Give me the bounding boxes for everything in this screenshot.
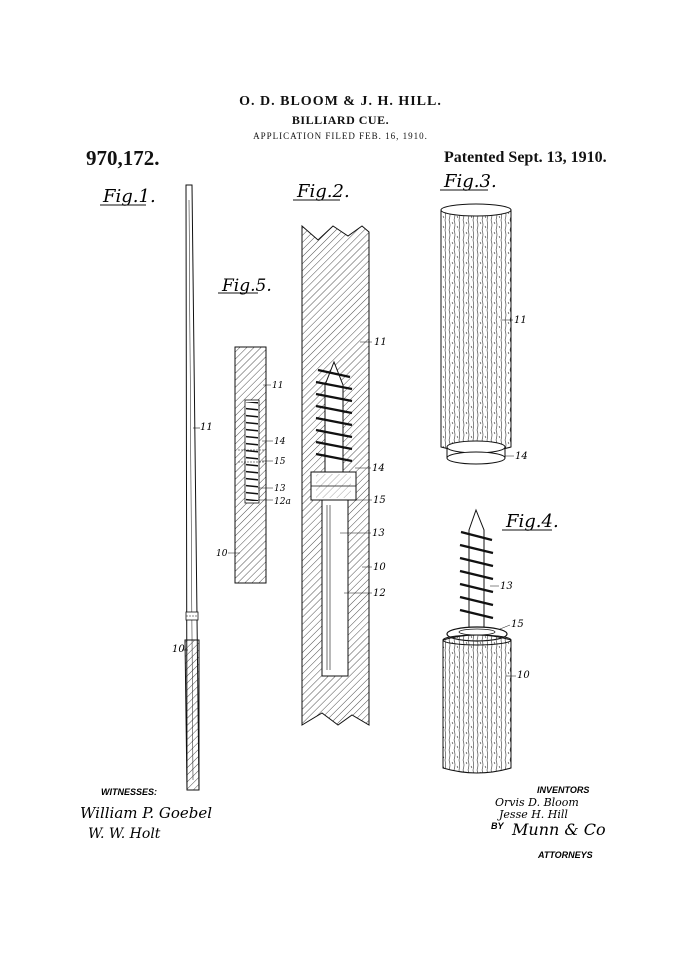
figure-2-joint-section: Fig.2. 11 14 15 13 10 12: [293, 181, 387, 726]
fig2-label: Fig.2.: [296, 181, 350, 202]
attorney-signature: Munn & Co: [511, 820, 606, 839]
fig5-label: Fig.5.: [221, 276, 272, 296]
figure-4-butt-with-screw: Fig.4. 13 15 10: [442, 508, 559, 774]
fig5-ref-12a: 12a: [274, 497, 291, 507]
fig4-label: Fig.4.: [505, 511, 559, 532]
inventors-header: O. D. BLOOM & J. H. HILL.: [239, 94, 442, 109]
fig2-ref-11: 11: [374, 337, 387, 348]
witness-1-signature: William P. Goebel: [80, 804, 212, 822]
fig5-ref-14: 14: [274, 437, 286, 447]
fig2-ref-14: 14: [372, 463, 385, 474]
fig5-ref-13: 13: [274, 484, 286, 494]
fig1-label: Fig.1.: [102, 186, 156, 207]
figure-1-cue: Fig.1. 11 10: [100, 184, 213, 791]
fig5-ref-10: 10: [216, 549, 228, 559]
fig1-ref-10: 10: [172, 644, 185, 655]
figure-5-section: Fig.5. 11 14 15 13 12a 10: [216, 276, 291, 584]
fig2-ref-15: 15: [373, 495, 386, 506]
fig3-ref-11: 11: [514, 315, 527, 326]
application-filed: APPLICATION FILED FEB. 16, 1910.: [253, 131, 428, 141]
fig4-ref-10: 10: [517, 670, 530, 681]
fig5-ref-11: 11: [272, 381, 283, 391]
fig4-ref-15: 15: [511, 619, 524, 630]
patent-date: Patented Sept. 13, 1910.: [444, 149, 607, 166]
by-label: BY: [491, 821, 504, 831]
attorneys-label: ATTORNEYS: [537, 850, 593, 860]
fig3-label: Fig.3.: [443, 171, 497, 192]
witnesses-label: WITNESSES:: [101, 787, 157, 797]
fig2-ref-10: 10: [373, 562, 386, 573]
patent-number: 970,172.: [86, 146, 160, 170]
inventor-1-name: Orvis D. Bloom: [495, 796, 579, 809]
fig2-ref-12: 12: [373, 588, 386, 599]
inventors-label: INVENTORS: [537, 785, 589, 795]
patent-title: BILLIARD CUE.: [291, 113, 390, 127]
fig4-ref-13: 13: [500, 581, 513, 592]
figure-3-socket: Fig.3. 11 14: [440, 171, 528, 465]
fig2-ref-13: 13: [372, 528, 385, 539]
fig1-ref-11: 11: [200, 422, 213, 433]
inventor-2-name: Jesse H. Hill: [497, 808, 568, 821]
fig5-ref-15: 15: [274, 457, 286, 467]
fig3-ref-14: 14: [515, 451, 528, 462]
witness-2-signature: W. W. Holt: [88, 826, 161, 842]
